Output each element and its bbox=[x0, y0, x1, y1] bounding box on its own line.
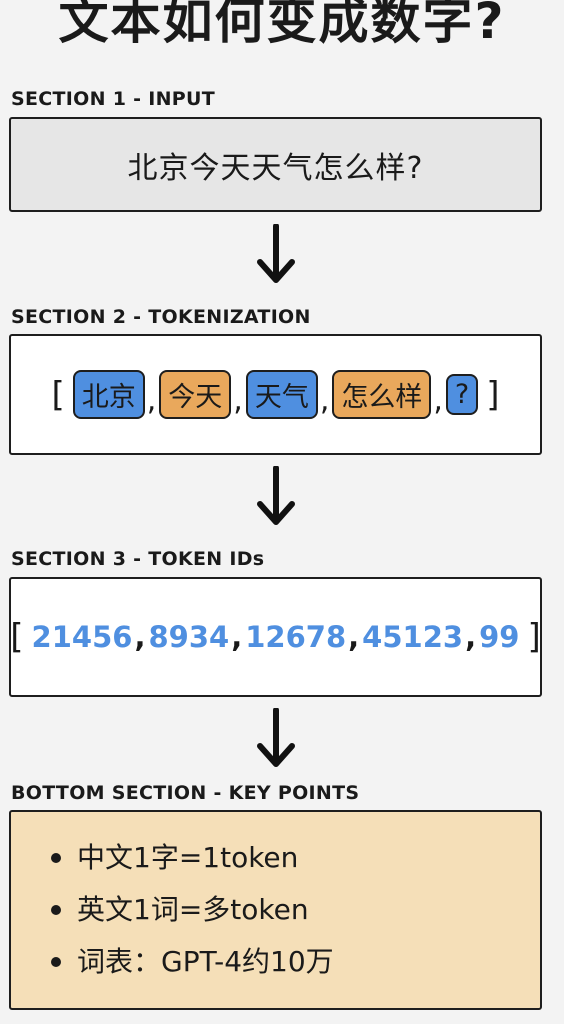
token-id: 21456 bbox=[31, 620, 133, 654]
token-chip: 怎么样 bbox=[332, 370, 432, 419]
key-point-text: 中文1字=1token bbox=[77, 841, 299, 874]
token-id: 8934 bbox=[148, 620, 230, 654]
section-3-label: SECTION 3 - TOKEN IDs bbox=[11, 548, 265, 570]
token-id: 99 bbox=[479, 620, 520, 654]
separator-comma: , bbox=[233, 383, 243, 418]
key-point-item: 词表：GPT-4约10万 bbox=[51, 936, 334, 988]
tokenization-box: [北京,今天,天气,怎么样,?] bbox=[9, 334, 542, 455]
key-point-text: 词表：GPT-4约10万 bbox=[77, 945, 334, 978]
down-arrow-icon bbox=[257, 466, 295, 525]
input-text: 北京今天天气怎么样? bbox=[127, 150, 424, 186]
section-1-label: SECTION 1 - INPUT bbox=[11, 88, 216, 110]
bullet-icon bbox=[51, 957, 61, 967]
token-chip: 天气 bbox=[245, 370, 318, 419]
key-point-item: 英文1词=多token bbox=[51, 884, 334, 936]
separator-comma: , bbox=[319, 383, 330, 418]
token-id: 12678 bbox=[245, 620, 347, 654]
section-2-label: SECTION 2 - TOKENIZATION bbox=[11, 306, 311, 328]
down-arrow-icon bbox=[257, 224, 295, 283]
token-ids-box: [21456,8934,12678,45123,99] bbox=[9, 577, 542, 697]
key-points-label: BOTTOM SECTION - KEY POINTS bbox=[11, 782, 360, 804]
input-box: 北京今天天气怎么样? bbox=[9, 117, 542, 212]
token-ids-row: [21456,8934,12678,45123,99] bbox=[2, 617, 548, 657]
separator-comma: , bbox=[465, 620, 477, 654]
separator-comma: , bbox=[134, 620, 146, 654]
key-point-item: 中文1字=1token bbox=[51, 832, 334, 884]
key-point-text: 英文1词=多token bbox=[77, 893, 309, 926]
token-chip: 今天 bbox=[159, 370, 232, 419]
key-points-box: 中文1字=1token 英文1词=多token 词表：GPT-4约10万 bbox=[9, 810, 542, 1010]
separator-comma: , bbox=[146, 383, 157, 418]
tokens-row: [北京,今天,天气,怎么样,?] bbox=[43, 370, 507, 419]
bullet-icon bbox=[51, 905, 61, 915]
token-id: 45123 bbox=[362, 620, 464, 654]
close-bracket: ] bbox=[486, 374, 500, 415]
key-points-list: 中文1字=1token 英文1词=多token 词表：GPT-4约10万 bbox=[11, 832, 334, 988]
close-bracket: ] bbox=[527, 617, 541, 657]
down-arrow-icon bbox=[257, 708, 295, 767]
page-title: 文本如何变成数字? bbox=[58, 0, 506, 50]
open-bracket: [ bbox=[51, 374, 65, 415]
separator-comma: , bbox=[433, 383, 443, 418]
separator-comma: , bbox=[231, 620, 243, 654]
token-chip: 北京 bbox=[72, 370, 145, 419]
separator-comma: , bbox=[348, 620, 360, 654]
open-bracket: [ bbox=[10, 617, 24, 657]
bullet-icon bbox=[51, 853, 61, 863]
token-chip: ? bbox=[445, 374, 479, 415]
